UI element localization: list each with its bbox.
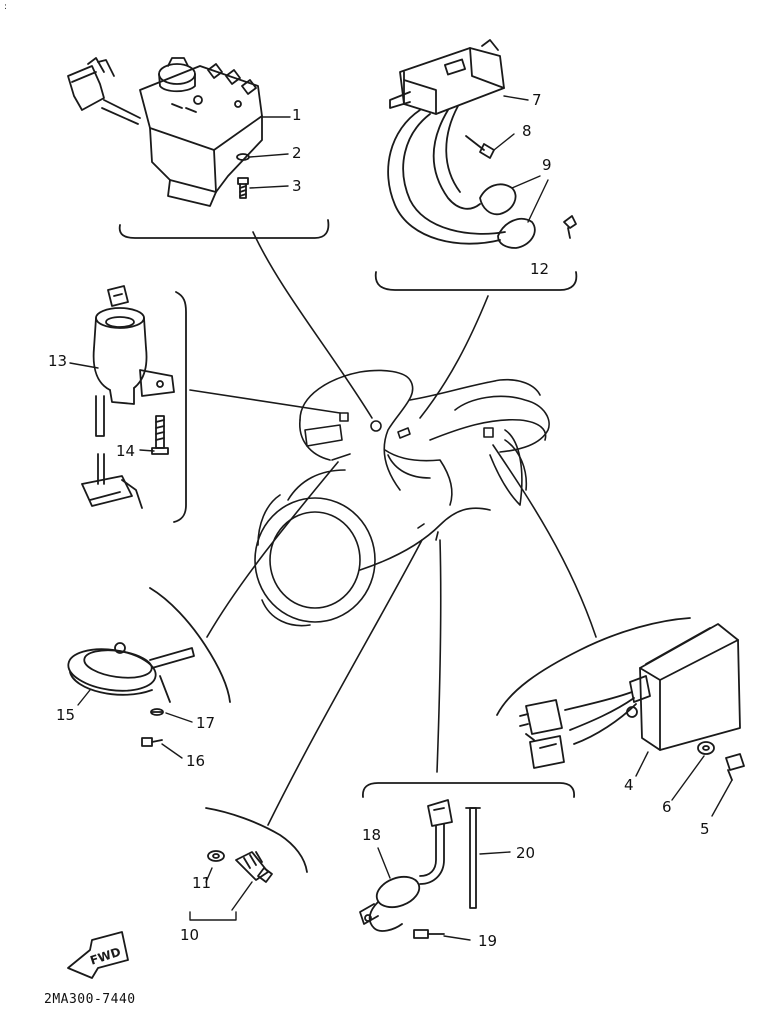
- fwd-label: FWD: [88, 945, 122, 968]
- part-10-fasteners: [189, 850, 273, 921]
- drawing-code: 2MA300-7440: [44, 992, 136, 1007]
- corner-mark: :: [4, 2, 8, 12]
- callout-6: 6: [662, 798, 672, 816]
- part-13-main-switch: [69, 285, 175, 509]
- callout-7: 7: [532, 91, 542, 109]
- callout-5: 5: [700, 820, 710, 838]
- callout-1: 1: [292, 106, 302, 124]
- callout-16: 16: [186, 752, 206, 770]
- part-18-sensor: [359, 799, 511, 941]
- callout-11: 11: [192, 874, 212, 892]
- callout-10: 10: [180, 926, 200, 944]
- callout-18: 18: [362, 826, 382, 844]
- group-brackets: [118, 219, 691, 873]
- callout-8: 8: [522, 122, 532, 140]
- callout-3: 3: [292, 177, 302, 195]
- callout-17: 17: [196, 714, 216, 732]
- callout-12: 12: [530, 260, 550, 278]
- callout-15: 15: [56, 706, 76, 724]
- leader-lines: [189, 231, 597, 826]
- part-4-control-unit: [519, 623, 745, 817]
- callout-14: 14: [116, 442, 136, 460]
- callout-2: 2: [292, 144, 302, 162]
- callout-4: 4: [624, 776, 634, 794]
- callout-9: 9: [542, 156, 552, 174]
- callout-20: 20: [516, 844, 536, 862]
- callout-13: 13: [48, 352, 68, 370]
- part-1-relay-assembly: [67, 57, 291, 207]
- part-15-horn: [67, 642, 195, 759]
- fwd-arrow-icon: FWD: [67, 931, 129, 979]
- callout-19: 19: [478, 932, 498, 950]
- part-7-ignition-coil: [387, 39, 577, 249]
- motorcycle-silhouette: [254, 369, 550, 627]
